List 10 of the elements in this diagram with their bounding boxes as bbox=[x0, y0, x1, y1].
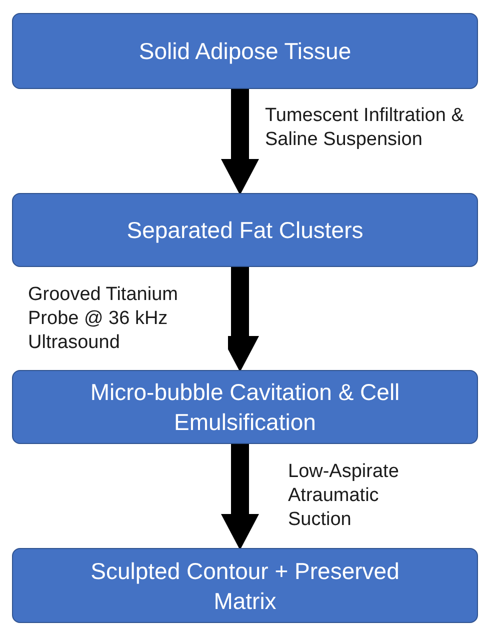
box-label: Separated Fat Clusters bbox=[126, 216, 364, 245]
box-label: Solid Adipose Tissue bbox=[138, 37, 352, 66]
process-box bbox=[12, 370, 478, 444]
arrow bbox=[221, 444, 259, 550]
box-label: Sculpted Contour + Preserved Matrix bbox=[90, 556, 400, 616]
process-box bbox=[12, 548, 478, 623]
process-box bbox=[12, 193, 478, 267]
box-label: Micro-bubble Cavitation & Cell Emulsification bbox=[89, 378, 401, 437]
arrow bbox=[221, 89, 259, 195]
process-box bbox=[12, 13, 478, 89]
